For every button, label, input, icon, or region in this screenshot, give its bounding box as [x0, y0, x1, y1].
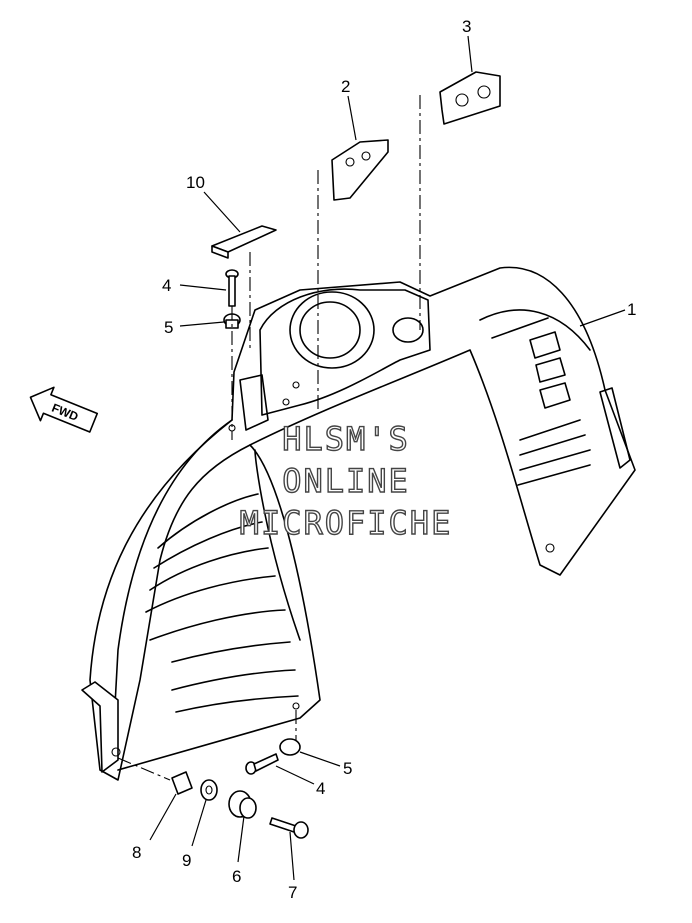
callout-4-top: 4 [162, 276, 171, 295]
callout-2: 2 [341, 77, 350, 96]
part-2-bracket [331, 139, 389, 201]
callout-6: 6 [232, 867, 241, 886]
part-10-strip [211, 225, 277, 259]
callout-numbers: 1 2 3 10 4 5 5 4 8 9 6 7 [132, 17, 636, 902]
callout-1: 1 [627, 300, 636, 319]
fender-body [81, 266, 636, 781]
watermark: HLSM'S ONLINE MICROFICHE [239, 419, 453, 542]
callout-5-top: 5 [164, 318, 173, 337]
part-7-bolt [269, 817, 309, 839]
leader-lines [149, 35, 626, 881]
part-4-screw-bottom [245, 753, 279, 775]
callout-3: 3 [462, 17, 471, 36]
part-3-bracket [439, 71, 501, 125]
watermark-line-1: HLSM'S [282, 420, 410, 458]
callout-5-bottom: 5 [343, 759, 352, 778]
part-5-grommet-bottom [279, 738, 301, 756]
part-4-screw-top [225, 269, 239, 307]
forward-arrow-icon: FWD [29, 386, 99, 433]
part-9-washer [200, 779, 218, 801]
watermark-line-2: ONLINE [282, 462, 410, 500]
part-6-grommet [228, 790, 257, 819]
callout-9: 9 [182, 851, 191, 870]
part-8-collar [171, 771, 193, 795]
alignment-lines [117, 95, 421, 781]
watermark-line-3: MICROFICHE [240, 504, 453, 542]
callout-10: 10 [186, 173, 205, 192]
callout-4-bottom: 4 [316, 779, 325, 798]
callout-7: 7 [288, 883, 297, 902]
callout-8: 8 [132, 843, 141, 862]
